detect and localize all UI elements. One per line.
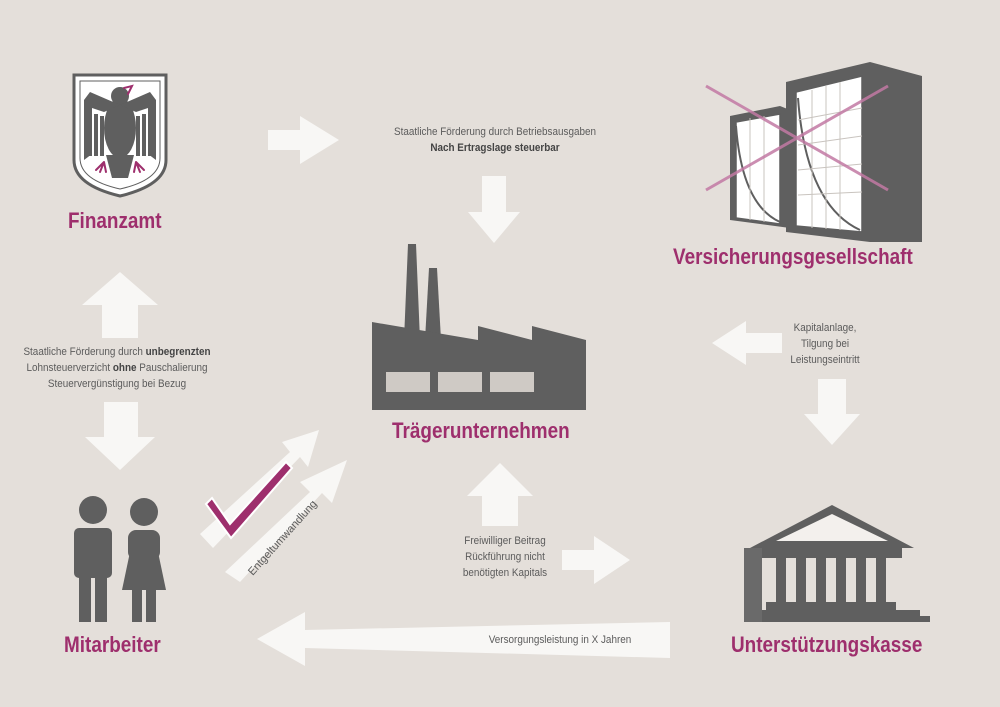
node-title-traeger: Trägerunternehmen [392, 418, 570, 443]
arrow-up-left [82, 272, 158, 338]
arrow-down-left [85, 402, 155, 470]
note-foerderung-left: Staatliche Förderung durch unbegrenzten … [17, 344, 217, 392]
note-line: Lohnsteuerverzicht ohne Pauschalierung [17, 360, 217, 376]
note-bold-text: Nach Ertragslage steuerbar [430, 142, 560, 154]
note-foerderung-top: Staatliche Förderung durch Betriebsausga… [374, 124, 617, 156]
note-line: Staatliche Förderung durch unbegrenzten [17, 344, 217, 360]
arrow-diag-lower [225, 460, 347, 582]
insurance-building-icon [705, 62, 922, 242]
arrow-down-right [804, 379, 860, 445]
note-line: Steuervergünstigung bei Bezug [47, 378, 187, 390]
arrow-right-top [268, 116, 339, 164]
temple-icon [744, 505, 930, 622]
node-title-versicherung: Versicherungsgesellschaft [673, 244, 913, 269]
arrow-right-bottom [562, 536, 630, 584]
people-icon [74, 496, 166, 622]
note-text: Lohnsteuerverzicht [26, 362, 113, 374]
arrow-left-right [712, 321, 782, 365]
node-title-mitarbeiter: Mitarbeiter [64, 632, 161, 657]
note-line: Leistungseintritt [790, 354, 860, 366]
factory-icon [372, 244, 586, 410]
arrow-left-bottom [257, 612, 670, 666]
node-title-finanzamt: Finanzamt [68, 208, 162, 233]
arrow-down-center [468, 176, 520, 243]
arrows [82, 116, 860, 666]
note-line: Rückführung nicht [465, 551, 545, 563]
note-line: Kapitalanlage, [793, 322, 857, 334]
note-line-bold: Nach Ertragslage steuerbar [374, 140, 617, 156]
arrow-diag-upper [200, 430, 319, 548]
note-kapital: Kapitalanlage, Tilgung bei Leistungseint… [776, 320, 875, 368]
cross-out-icon [705, 84, 889, 192]
arrow-up-center [467, 463, 533, 526]
eagle-shield-icon [72, 73, 168, 198]
note-line: benötigten Kapitals [462, 567, 548, 579]
woman-icon [122, 498, 166, 622]
note-text: Pauschalierung [136, 362, 208, 374]
note-text: Staatliche Förderung durch [23, 346, 146, 358]
note-line: Freiwilliger Beitrag [464, 535, 546, 547]
note-bold-text: unbegrenzten [145, 346, 211, 358]
node-title-kasse: Unterstützungskasse [731, 632, 923, 657]
man-icon [74, 496, 112, 622]
note-line: Tilgung bei [800, 338, 850, 350]
note-versorgung: Versorgungsleistung in X Jahren [488, 634, 632, 646]
checkmark-icon [204, 460, 294, 540]
note-beitrag: Freiwilliger Beitrag Rückführung nicht b… [447, 533, 564, 581]
note-line: Staatliche Förderung durch Betriebsausga… [394, 126, 596, 138]
note-bold-text: ohne [112, 362, 137, 374]
